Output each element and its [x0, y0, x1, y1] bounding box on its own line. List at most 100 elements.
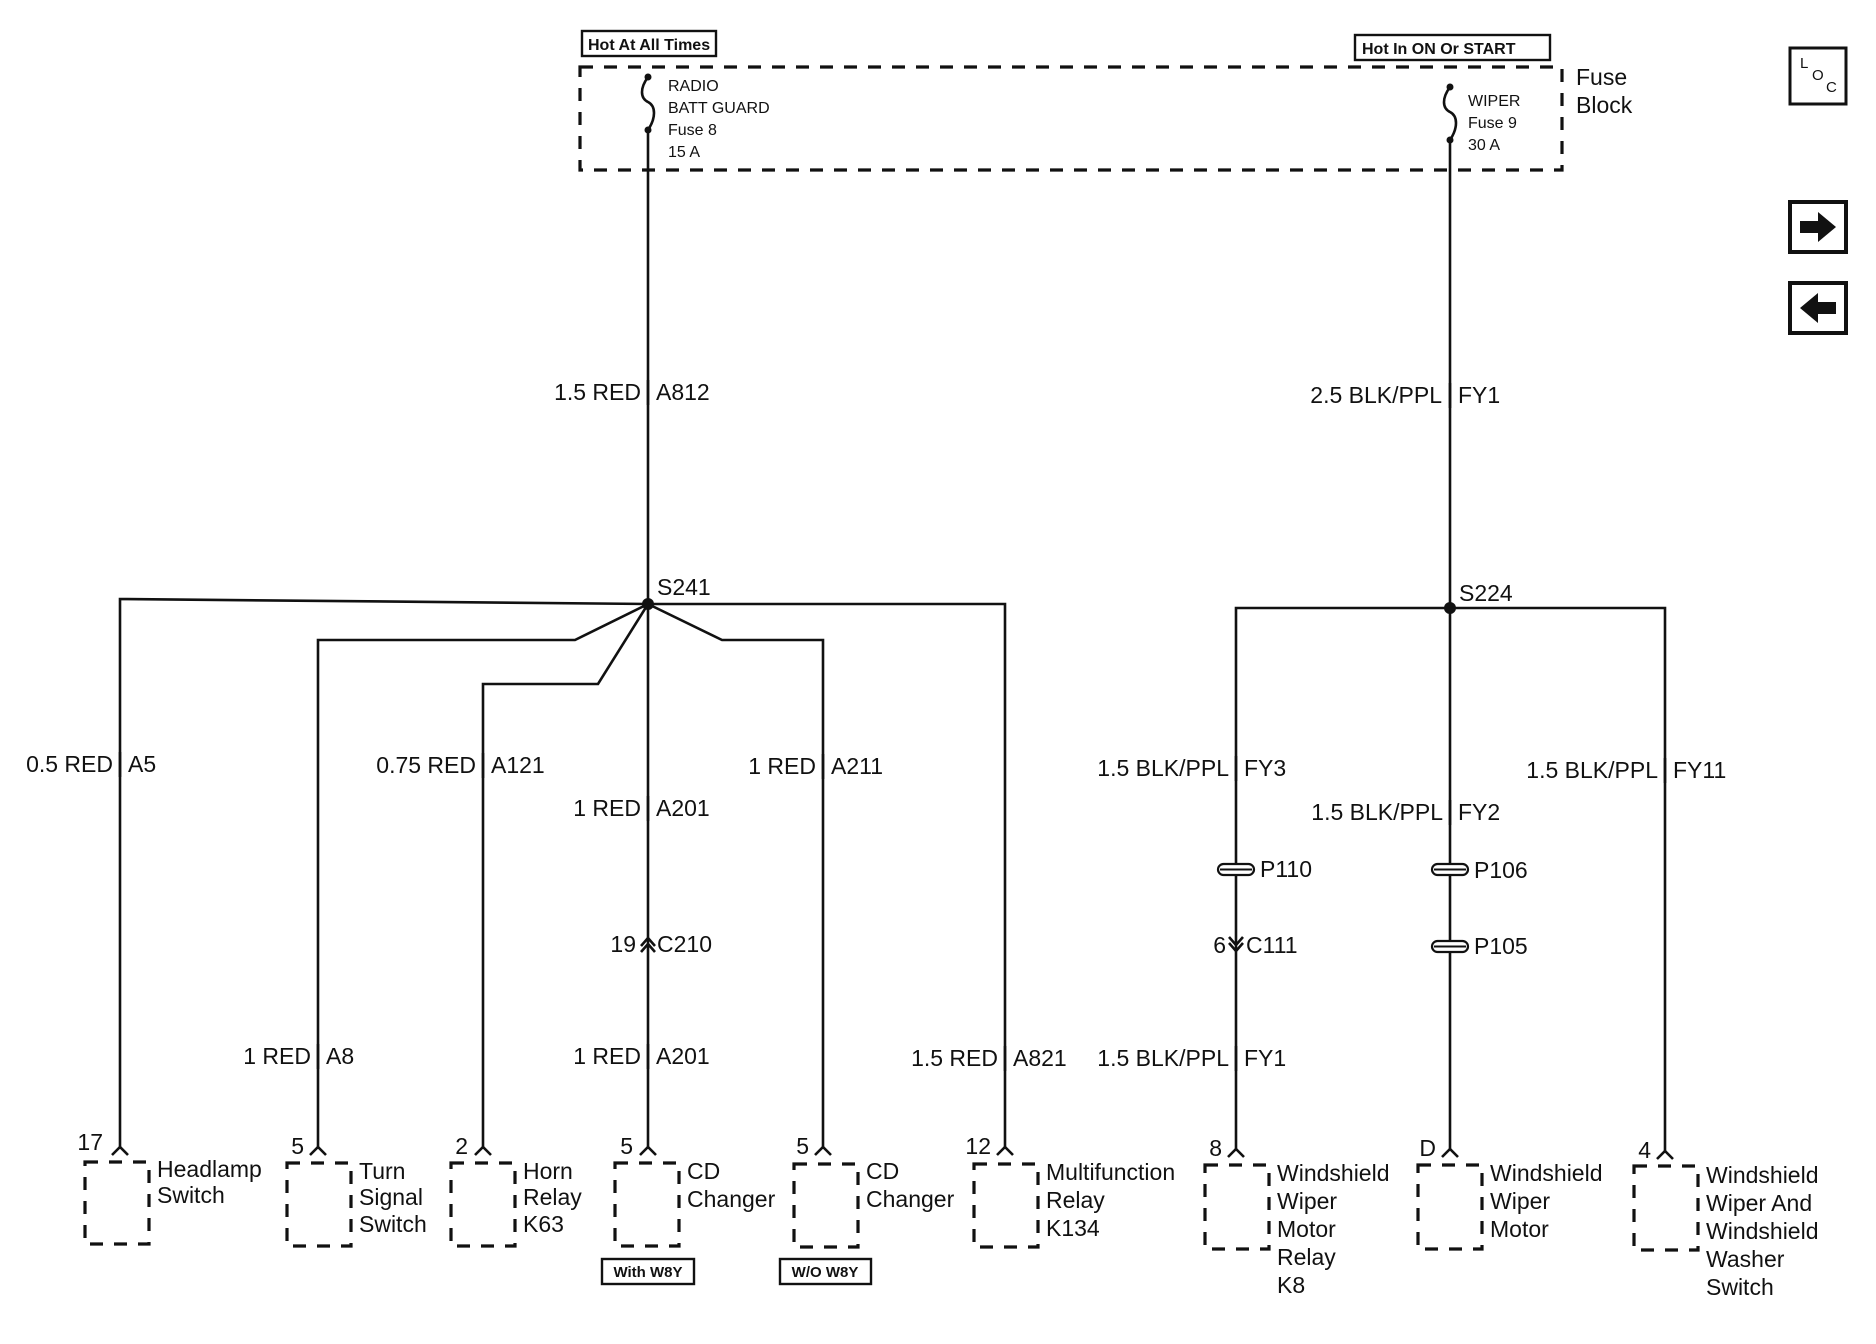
connector-c111-pin: 6 [1213, 932, 1226, 958]
label-separators [118, 380, 1667, 1071]
wiper-circuit-wires [1234, 140, 1667, 1153]
forward-button[interactable] [1788, 200, 1848, 254]
splice-s241-label: S241 [657, 574, 711, 600]
turn-signal-label-2: Signal [359, 1184, 423, 1210]
turn-signal-label-3: Switch [359, 1211, 427, 1237]
wire-a201-upper-size: 1 RED [573, 795, 641, 821]
hot-at-all-times-label: Hot At All Times [580, 29, 718, 58]
wire-fy1-bottom-circuit: FY1 [1244, 1045, 1286, 1071]
s224-splice-dot [1444, 602, 1456, 614]
wire-a821-circuit: A821 [1013, 1045, 1067, 1071]
wiper-motor-label-3: Motor [1490, 1216, 1549, 1242]
wiper-relay-label-5: K8 [1277, 1272, 1305, 1298]
arrow-left-icon [1800, 293, 1836, 323]
wiper-relay-pin: 8 [1209, 1135, 1222, 1161]
component-horn-relay[interactable]: 2 Horn Relay K63 [449, 1133, 582, 1248]
horn-relay-label-1: Horn [523, 1158, 573, 1184]
hot-in-on-or-start-text: Hot In ON Or START [1362, 41, 1516, 58]
wire-a5-circuit: A5 [128, 751, 156, 777]
pass-through-p106: P106 [1430, 857, 1528, 883]
radio-fuse-symbol [640, 73, 656, 134]
wire-a201-lower-size: 1 RED [573, 1043, 641, 1069]
radio-fuse-desc: BATT GUARD [668, 100, 770, 117]
multifunction-label-2: Relay [1046, 1187, 1105, 1213]
component-multifunction-relay[interactable]: 12 Multifunction Relay K134 [965, 1133, 1175, 1249]
component-cd-changer-with-w8y[interactable]: 5 CD Changer With W8Y [600, 1133, 776, 1286]
component-turn-signal-switch[interactable]: 5 Turn Signal Switch [285, 1133, 427, 1248]
connector-c210-pin: 19 [610, 931, 636, 957]
wire-labels: 1.5 RED A812 2.5 BLK/PPL FY1 0.5 RED A5 … [26, 379, 1726, 1071]
cd-with-label-2: Changer [687, 1186, 776, 1212]
horn-relay-pin: 2 [455, 1133, 468, 1159]
horn-relay-label-3: K63 [523, 1211, 564, 1237]
wire-a201-upper-circuit: A201 [656, 795, 710, 821]
component-wiper-motor[interactable]: D Windshield Wiper Motor [1416, 1135, 1603, 1251]
wiper-relay-label-3: Motor [1277, 1216, 1336, 1242]
component-wiper-washer-switch[interactable]: 4 Windshield Wiper And Windshield Washer… [1632, 1137, 1819, 1300]
connector-c111: 6 C111 [1213, 932, 1297, 958]
pass-through-p110: P110 [1216, 856, 1312, 882]
turn-signal-label-1: Turn [359, 1158, 405, 1184]
headlamp-label-1: Headlamp [157, 1156, 262, 1182]
wire-a8-size: 1 RED [243, 1043, 311, 1069]
wire-a121-size: 0.75 RED [376, 752, 476, 778]
wire-fy1-top-size: 2.5 BLK/PPL [1310, 382, 1442, 408]
pass-through-p105-label: P105 [1474, 933, 1528, 959]
wiper-switch-pin: 4 [1638, 1137, 1651, 1163]
wiper-fuse-symbol [1442, 83, 1458, 144]
wiper-relay-label-1: Windshield [1277, 1160, 1390, 1186]
wiper-switch-label-1: Windshield [1706, 1162, 1819, 1188]
pass-through-p105: P105 [1430, 933, 1528, 959]
wire-fy3-size: 1.5 BLK/PPL [1097, 755, 1229, 781]
radio-fuse-name: RADIO [668, 78, 719, 95]
wire-a8-circuit: A8 [326, 1043, 354, 1069]
wire-a211-size: 1 RED [748, 753, 816, 779]
wiper-relay-label-2: Wiper [1277, 1188, 1337, 1214]
wire-fy2-circuit: FY2 [1458, 799, 1500, 825]
wiper-fuse-name: WIPER [1468, 93, 1520, 110]
wire-a121-circuit: A121 [491, 752, 545, 778]
wiper-motor-pin: D [1419, 1135, 1436, 1161]
wiper-switch-label-4: Washer [1706, 1246, 1785, 1272]
fuse-block: Fuse Block RADIO BATT GUARD Fuse 8 15 A … [578, 64, 1633, 172]
wire-a812-circuit: A812 [656, 379, 710, 405]
component-cd-changer-without-w8y[interactable]: 5 CD Changer W/O W8Y [778, 1133, 955, 1286]
connector-c210-name: C210 [657, 931, 712, 957]
cd-with-label-1: CD [687, 1158, 720, 1184]
loc-letter-l: L [1800, 55, 1808, 72]
wiper-switch-label-3: Windshield [1706, 1218, 1819, 1244]
wiper-motor-label-1: Windshield [1490, 1160, 1603, 1186]
hot-in-on-or-start-label: Hot In ON Or START [1353, 33, 1552, 62]
cd-without-option-tag: W/O W8Y [792, 1264, 859, 1281]
radio-fuse-number: Fuse 8 [668, 122, 717, 139]
wire-fy11-circuit: FY11 [1673, 757, 1726, 783]
wiper-switch-label-2: Wiper And [1706, 1190, 1812, 1216]
headlamp-pin: 17 [77, 1129, 103, 1155]
pass-through-p106-label: P106 [1474, 857, 1528, 883]
wiper-fuse-rating: 30 A [1468, 137, 1500, 154]
loc-button[interactable]: L O C [1788, 46, 1848, 106]
arrow-right-icon [1800, 212, 1836, 242]
component-wiper-motor-relay[interactable]: 8 Windshield Wiper Motor Relay K8 [1203, 1135, 1390, 1298]
cd-with-option-tag: With W8Y [613, 1264, 682, 1281]
radio-fuse-rating: 15 A [668, 144, 700, 161]
fuse-block-title-line1: Fuse [1576, 64, 1627, 90]
cd-without-pin: 5 [796, 1133, 809, 1159]
wiper-motor-label-2: Wiper [1490, 1188, 1550, 1214]
wire-a5-size: 0.5 RED [26, 751, 113, 777]
horn-relay-label-2: Relay [523, 1184, 582, 1210]
wire-fy1-bottom-size: 1.5 BLK/PPL [1097, 1045, 1229, 1071]
wire-a812-size: 1.5 RED [554, 379, 641, 405]
wiper-switch-label-5: Switch [1706, 1274, 1774, 1300]
connector-c210: 19 C210 [610, 931, 712, 957]
pass-through-p110-label: P110 [1260, 856, 1312, 882]
hot-at-all-times-text: Hot At All Times [588, 37, 710, 54]
splice-s224-label: S224 [1459, 580, 1513, 606]
turn-signal-pin: 5 [291, 1133, 304, 1159]
fuse-block-title-line2: Block [1576, 92, 1633, 118]
wire-fy11-size: 1.5 BLK/PPL [1526, 757, 1658, 783]
back-button[interactable] [1788, 281, 1848, 335]
component-headlamp-switch[interactable]: 17 Headlamp Switch [77, 1129, 262, 1246]
s241-splice-dot [642, 598, 654, 610]
multifunction-label-3: K134 [1046, 1215, 1100, 1241]
